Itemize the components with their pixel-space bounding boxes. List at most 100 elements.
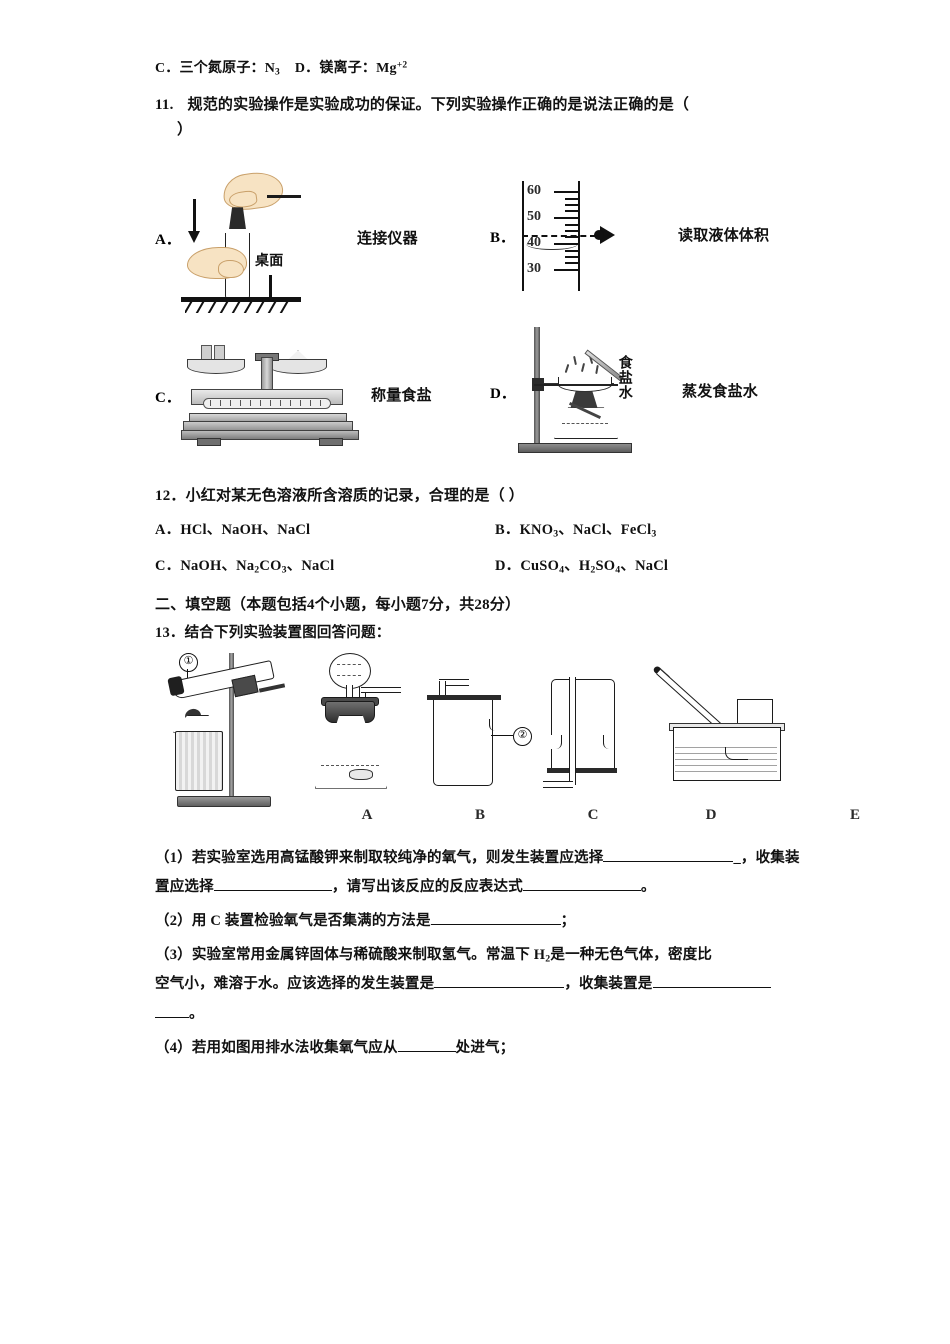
apparatus-label-a: A [361,806,373,823]
q11-option-d-letter: D． [490,385,516,402]
q13-part-3: （3）实验室常用金属锌固体与稀硫酸来制取氢气。常温下 H2是一种无色气体，密度比… [155,941,805,1030]
answer-blank-3-1[interactable] [434,973,565,989]
rubber-stopper-icon [229,207,246,230]
q10-option-d-formula: Mg+2 [376,60,408,76]
balance-base-3-icon [181,430,359,441]
apparatus-label-d: D [705,806,717,823]
salt-water-leader-line [534,384,618,386]
page-content: C．三个氮原子：N3 D．镁离子：Mg+2 11.规范的实验操作是实验成功的保证… [155,58,860,1068]
cylinder-scale-50: 50 [527,209,541,225]
apparatus-e[interactable] [652,664,795,805]
alcohol-lamp-body-icon [175,730,223,791]
balance-pan-left-icon [187,359,245,375]
q11-option-c-caption: 称量食盐 [371,388,432,405]
q11-option-a-caption: 连接仪器 [357,230,418,247]
q12-option-a[interactable]: A．HCl、NaOH、NaCl [155,521,311,538]
lamp-liquid-icon [562,423,608,436]
answer-blank-1-2[interactable] [213,876,332,892]
q12-block: 12．小红对某无色溶液所含溶质的记录，合理的是（ ） A．HCl、NaOH、Na… [155,485,805,578]
apparatus-label-c: C [587,806,599,823]
hand-upper-icon [220,169,286,214]
q10-option-d-label: D． [294,61,320,76]
callout-2-leader [491,734,513,736]
q11-options-grid: A． 桌面 连接仪器 [155,149,805,479]
apparatus-a[interactable]: ① [167,652,297,808]
apparatus-label-e: E [849,806,860,823]
tube-clamp-icon [231,674,259,697]
q11-stem: 11.规范的实验操作是实验成功的保证。下列实验操作正确的是说法正确的是（ [155,94,805,117]
hand-lower-icon [187,247,247,280]
beam-balance-figure [181,341,361,451]
eye-icon [594,226,615,245]
table-top-icon [181,297,301,303]
tube-bend-icon [725,746,748,760]
evaporation-figure: 食盐水 [516,327,654,457]
q12-options-row-1: A．HCl、NaOH、NaCl B．KNO3、NaCl、FeCl3 [155,520,805,542]
q13-subquestions: （1）若实验室选用高锰酸钾来制取较纯净的氧气，则发生装置应选择_，收集装置应选择… [155,844,805,1064]
answer-blank-1-1[interactable] [603,846,734,862]
collection-bottle-icon [551,678,615,773]
q11-option-d[interactable]: D． [490,327,758,457]
flask-liquid-icon [321,764,379,784]
bottle-tube-vertical-icon [569,676,576,785]
bottle-tube-horizontal-icon [543,780,573,788]
q11-stem-text: 规范的实验操作是实验成功的保证。下列实验操作正确的是说法正确的是（ [187,96,690,113]
apparatus-label-b: B [474,806,485,823]
inlet-tube-top-icon [439,678,469,686]
q12-option-d[interactable]: D．CuSO4、H2SO4、NaCl [495,558,669,576]
answer-blank-1-3[interactable] [522,876,641,892]
flask-solid-icon [349,768,373,780]
liquid-meniscus-icon [526,237,578,251]
q13-part-4: （4）若用如图用排水法收集氧气应从处进气； [155,1034,805,1064]
q10-options-tail-line: C．三个氮原子：N3 D．镁离子：Mg+2 [155,58,805,80]
q12-option-c[interactable]: C．NaOH、Na2CO3、NaCl [155,558,335,576]
balance-foot-right-icon [319,438,343,447]
balance-pan-right-icon [269,359,327,375]
callout-1-icon: ① [179,652,198,672]
q12-option-b[interactable]: B．KNO3、NaCl、FeCl3 [495,521,657,540]
q11-option-b[interactable]: B． 60 [490,177,769,295]
answer-blank-2-1[interactable] [430,910,561,926]
q11-option-a[interactable]: A． 桌面 连接仪器 [155,169,418,314]
stand-base-icon [177,795,271,807]
bottle-base-plate-icon [547,767,617,773]
funnel-liquid-icon [337,663,361,676]
q10-option-d-text: 镁离子： [319,61,377,76]
table-hatching-icon [185,302,299,314]
apparatus-d[interactable] [537,673,637,803]
q10-option-c-formula: N3 [264,61,280,78]
balance-scale-bar-icon [203,398,331,410]
graduated-cylinder-figure: 60 50 40 30 [516,177,644,295]
q11-option-c-letter: C． [155,389,181,406]
bottle-notch-right-icon [603,734,614,749]
q11-option-a-letter: A． [155,232,181,249]
salt-water-label: 食盐水 [616,355,632,401]
glass-rod-icon [267,195,301,199]
q11-option-d-caption: 蒸发食盐水 [682,384,759,401]
q11-option-b-caption: 读取液体体积 [678,228,770,245]
jar-notch-icon [489,718,500,731]
sight-line-icon [522,235,596,238]
q10-option-c-text: 三个氮原子： [179,61,265,76]
section-2-heading: 二、填空题（本题包括4个小题，每小题7分，共28分） [155,597,521,614]
stand-base-icon [518,443,632,454]
answer-blank-4-1[interactable] [397,1036,456,1052]
balance-foot-left-icon [197,438,221,447]
q13-part-2: （2）用 C 装置检验氧气是否集满的方法是； [155,907,805,937]
apparatus-c[interactable]: ② [417,675,537,805]
answer-blank-3-3[interactable] [155,1003,189,1019]
cylinder-scale-60: 60 [527,183,541,199]
delivery-nozzle-icon [258,682,286,693]
q11-stem-close: ） [177,121,193,138]
gas-jar-icon [433,698,493,786]
cylinder-scale-30: 30 [527,261,541,277]
q12-options-row-2: C．NaOH、Na2CO3、NaCl D．CuSO4、H2SO4、NaCl [155,556,805,578]
q12-stem: 12．小红对某无色溶液所含溶质的记录，合理的是（ ） [155,488,524,505]
q11-option-c[interactable]: C． [155,341,432,451]
alcohol-lamp-top-icon [173,714,223,733]
table-leg-icon [269,275,272,300]
apparatus-b[interactable] [305,652,405,803]
answer-blank-3-2[interactable] [652,973,771,989]
jar-cover-plate-icon [427,694,501,700]
